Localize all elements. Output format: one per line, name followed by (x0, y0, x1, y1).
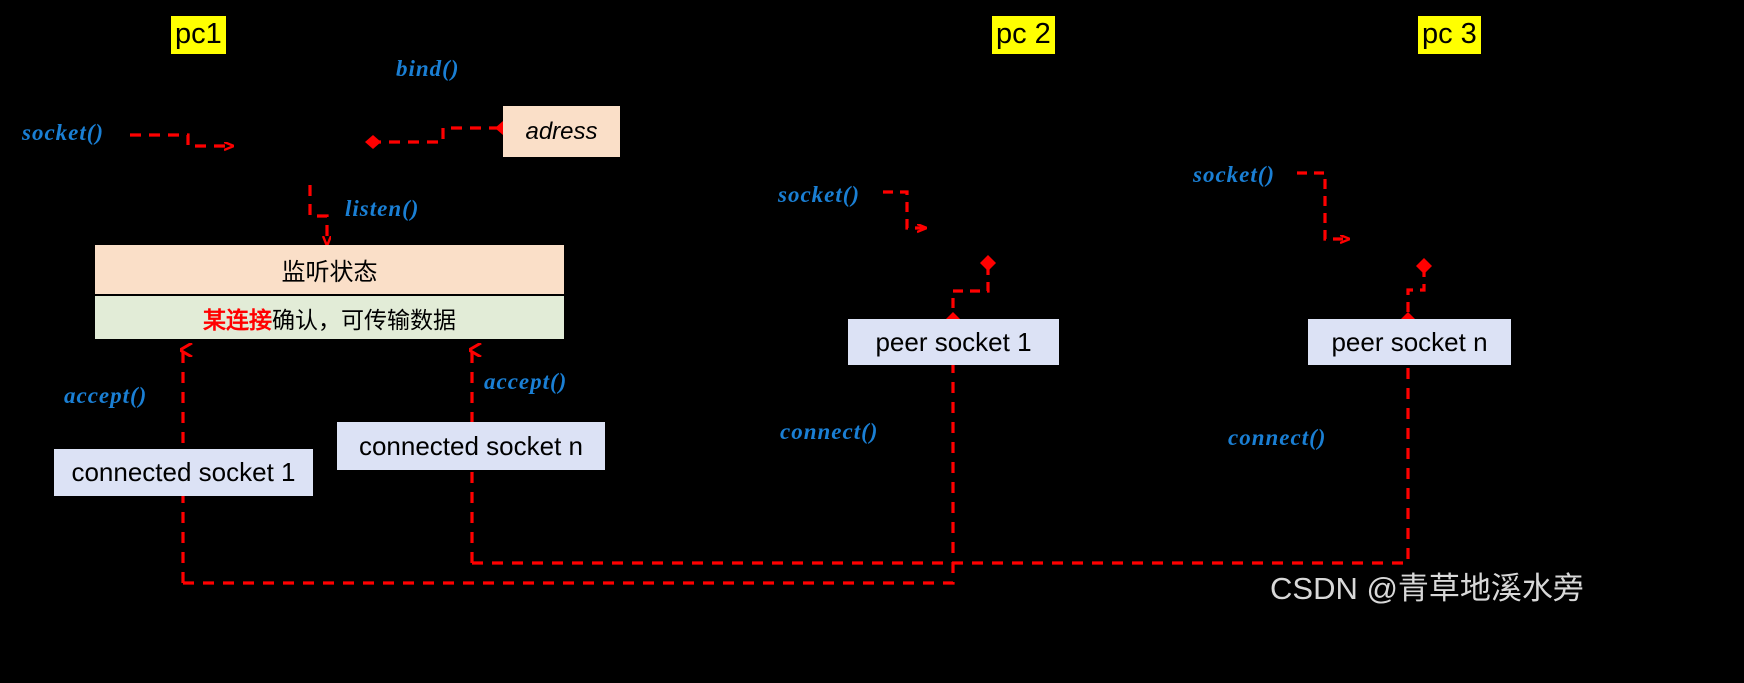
label-accept-right: accept() (484, 369, 568, 394)
diamond-anchor-pc2-top (980, 255, 996, 271)
box-connection-confirmed: 某连接确认，可传输数据 (95, 294, 564, 339)
pc-tag-pc3: pc 3 (1418, 16, 1481, 54)
wire-peer-socket-1-hook (945, 255, 996, 328)
wire-bind-pc1 (365, 121, 511, 149)
label-socket-pc1: socket() (22, 120, 105, 145)
label-socket-pc3: socket() (1193, 162, 1276, 187)
box-peer-socket-1: peer socket 1 (848, 319, 1059, 365)
wire-listen-pc1 (308, 185, 327, 244)
wire-socket-pc2 (883, 190, 925, 228)
label-socket-pc2: socket() (778, 182, 861, 207)
diamond-anchor-bind (365, 135, 381, 149)
label-connect-pc3: connect() (1228, 425, 1327, 450)
box-connected-socket-1: connected socket 1 (54, 449, 313, 496)
wire-peer-socket-n-hook (1400, 258, 1432, 328)
wire-socket-pc1 (130, 133, 232, 146)
label-accept-left: accept() (64, 383, 148, 408)
label-listen-pc1: listen() (345, 196, 420, 221)
pc-tag-pc2: pc 2 (992, 16, 1055, 54)
connection-prefix: 某连接 (203, 306, 272, 333)
box-connected-socket-n: connected socket n (337, 422, 605, 470)
label-connect-pc2: connect() (780, 419, 879, 444)
box-adress: adress (503, 106, 620, 157)
wire-socket-pc3 (1297, 171, 1348, 239)
label-bind-pc1: bind() (396, 56, 460, 81)
diamond-anchor-pc3-top (1416, 258, 1432, 274)
box-peer-socket-n: peer socket n (1308, 319, 1511, 365)
wire-rail-pc3 (472, 360, 1410, 565)
watermark: CSDN @青草地溪水旁 (1270, 571, 1584, 606)
pc-tag-pc1: pc1 (171, 16, 226, 54)
connection-rest: 确认，可传输数据 (272, 306, 456, 333)
box-listen-state: 监听状态 (95, 245, 564, 294)
